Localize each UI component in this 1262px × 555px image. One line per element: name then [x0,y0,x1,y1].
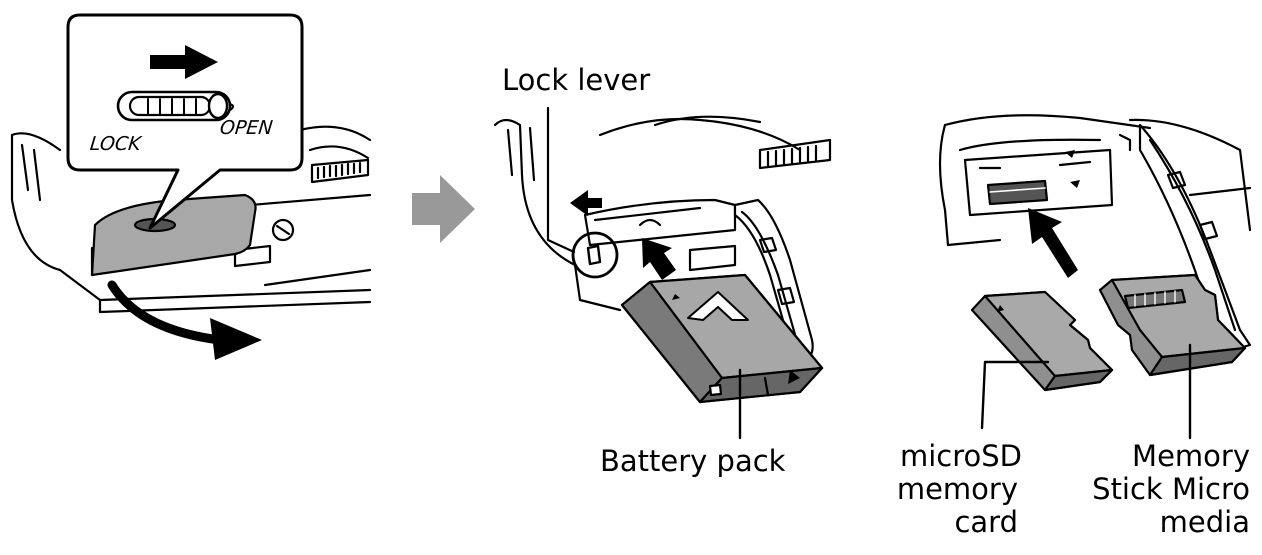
switch-lock-label: LOCK [88,133,142,155]
arrow-right-icon [150,45,218,79]
lock-lever-circle [571,231,619,279]
memory-stick-micro [1098,273,1247,377]
battery-cover [90,193,257,277]
lock-lever-leader [546,106,576,254]
microsd-label-line-3: card [954,505,1018,539]
panel-open-cover [10,13,372,360]
step-arrow-icon [412,175,475,243]
arrow-insert-icon [642,238,676,280]
panel-memory-card [938,114,1252,440]
arrow-left-icon [570,190,602,216]
battery-pack-label: Battery pack [600,444,786,478]
microsd-card [970,290,1114,392]
arrow-insert-card-icon [1028,208,1078,278]
microsd-label: microSD memory card [872,440,1022,539]
microsd-label-line-1: microSD [899,439,1022,473]
microsd-leader [980,360,1050,430]
camera-body-1 [10,125,372,314]
panel-battery [493,106,832,440]
memory-stick-label-line-3: media [1159,505,1250,539]
memory-stick-label-line-1: Memory [1132,439,1250,473]
microsd-label-line-2: memory [896,472,1018,506]
switch-open-label: OPEN [218,117,274,139]
memory-stick-label-line-2: Stick Micro [1092,472,1250,506]
curved-arrow-icon [107,280,225,345]
zoom-callout [66,13,304,230]
battery-pack [620,273,824,404]
lock-lever-label: Lock lever [502,63,651,97]
camera-body-3 [938,114,1252,247]
memory-stick-label: Memory Stick Micro media [1060,440,1250,539]
